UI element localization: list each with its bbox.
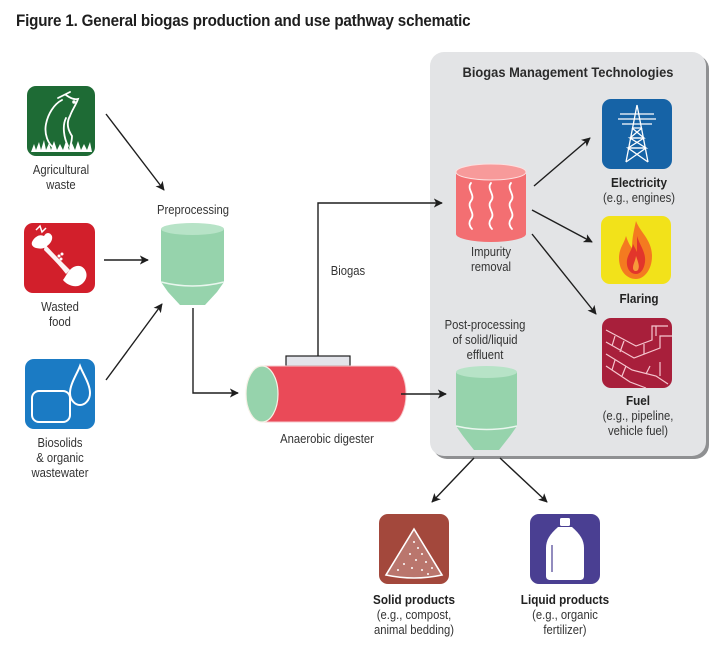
cow-icon-bg: [27, 86, 95, 156]
electricity-title: Electricity: [611, 175, 667, 190]
arrow-to-solid-products: [431, 457, 475, 503]
jug-icon: [546, 518, 584, 580]
label-line: & organic: [36, 451, 84, 465]
apple-seeds: [57, 252, 64, 261]
liquid-products-label: Liquid products (e.g., organic fertilize…: [515, 592, 616, 638]
wasted-food-icon: [24, 223, 95, 293]
label-line: Impurity: [470, 245, 511, 259]
label-line: Biosolids: [37, 436, 83, 450]
fuel-title: Fuel: [625, 393, 651, 408]
arrow-preprocessing-to-digester: [192, 308, 239, 398]
label-line: Wasted: [41, 300, 79, 314]
agricultural-waste-icon: [27, 86, 95, 156]
fuel-icon: [602, 318, 672, 389]
anaerobic-digester-label: Anaerobic digester: [280, 432, 374, 446]
flame-core: [633, 256, 639, 272]
vapor-waves-icon: [468, 182, 514, 230]
electricity-label: Electricity (e.g., engines): [597, 175, 682, 206]
compost-dots: [397, 541, 433, 575]
arrow-ag-to-preprocessing: [105, 113, 165, 191]
apple-icon-bg: [24, 223, 95, 293]
solid-products-icon: [379, 514, 449, 584]
electricity-subtitle: (e.g., engines): [603, 191, 675, 205]
label-line: wastewater: [31, 466, 89, 480]
label-line: food: [49, 315, 71, 329]
agricultural-waste-label: Agricultural waste: [24, 163, 98, 193]
liquid-products-subtitle-line: (e.g., organic: [532, 608, 598, 622]
apple-stem-icon: [35, 224, 47, 234]
electricity-icon: [602, 99, 672, 169]
label-line: removal: [470, 260, 512, 274]
preprocessing-hopper-icon: [160, 223, 225, 305]
compost-pile-icon: [384, 527, 444, 579]
arrow-to-flaring: [531, 209, 593, 243]
apple-core-icon: [31, 233, 87, 287]
pipeline-icon: [605, 325, 672, 389]
wasted-food-label: Wasted food: [23, 300, 97, 330]
fuel-label: Fuel (e.g., pipeline, vehicle fuel): [591, 393, 685, 439]
impurity-removal-label: Impurity removal: [454, 245, 528, 275]
solid-products-subtitle-line: animal bedding): [373, 623, 455, 637]
cow-icon: [44, 91, 80, 149]
flame-inner: [626, 236, 646, 274]
biosolids-icon-bg: [25, 359, 95, 429]
preprocessing-label: Preprocessing: [157, 203, 229, 217]
grass-icon: [31, 140, 92, 152]
solid-products-label: Solid products (e.g., compost, animal be…: [364, 592, 465, 638]
biosolids-label: Biosolids & organic wastewater: [23, 436, 97, 481]
label-line: of solid/liquid: [452, 333, 518, 347]
solid-products-subtitle-line: (e.g., compost,: [376, 608, 452, 622]
arrow-biogas-to-impurity-removal: [317, 198, 443, 356]
label-line: Post-processing: [444, 318, 526, 332]
solid-products-title: Solid products: [373, 592, 455, 607]
flaring-label: Flaring: [597, 291, 682, 307]
power-tower-icon: [618, 104, 656, 163]
fuel-subtitle-line: vehicle fuel): [607, 424, 669, 438]
fuel-subtitle-line: (e.g., pipeline,: [602, 409, 674, 423]
arrow-to-fuel: [531, 233, 597, 315]
anaerobic-digester-icon: [245, 355, 407, 423]
post-processing-label: Post-processing of solid/liquid effluent: [436, 318, 535, 363]
flaring-icon: [601, 216, 671, 284]
arrow-to-liquid-products: [499, 457, 548, 503]
liquid-products-title: Liquid products: [520, 592, 610, 607]
post-processing-hopper-icon: [455, 366, 518, 450]
arrow-biosolids-to-preprocessing: [105, 303, 163, 381]
biogas-label: Biogas: [330, 264, 366, 278]
panel-title: Biogas Management Technologies: [462, 64, 674, 80]
label-line: effluent: [466, 348, 504, 362]
solid-block-icon: [31, 390, 71, 423]
label-line: Agricultural: [32, 163, 90, 177]
flaring-title: Flaring: [619, 291, 659, 306]
arrow-to-electricity: [533, 137, 591, 187]
liquid-products-icon: [530, 514, 600, 584]
figure-title: Figure 1. General biogas production and …: [16, 12, 471, 30]
impurity-removal-icon: [455, 163, 527, 242]
water-drop-icon: [68, 363, 92, 407]
biosolids-icon: [25, 359, 95, 429]
label-line: waste: [46, 178, 76, 192]
liquid-products-subtitle-line: fertilizer): [543, 623, 587, 637]
